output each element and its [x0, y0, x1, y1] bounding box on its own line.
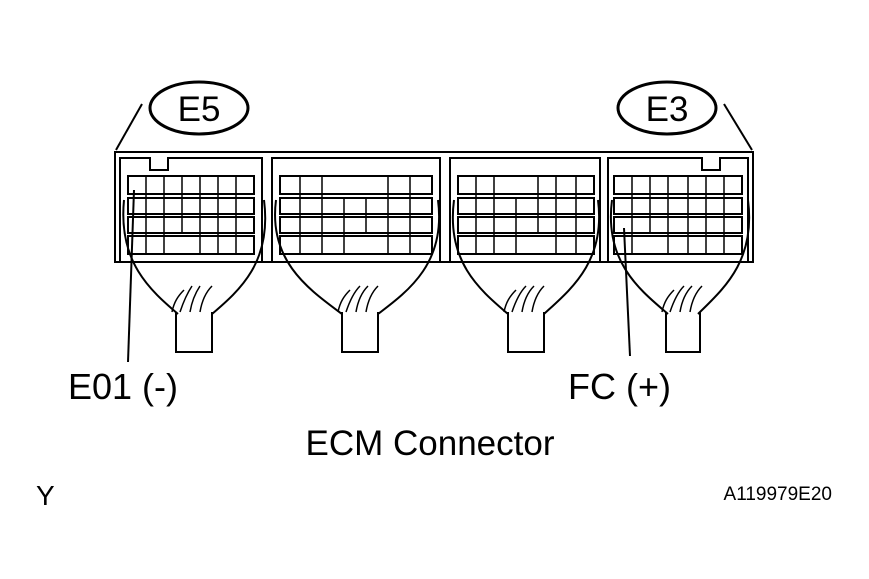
connector-housing: [114, 151, 754, 263]
pin-label-fc: FC (+): [568, 366, 671, 407]
connector-block-2: [271, 157, 441, 262]
wire-harness-1: [122, 199, 267, 353]
connector-block-e3: [607, 157, 749, 262]
connector-label-e3: E3: [646, 90, 689, 129]
figure-code: A119979E20: [724, 484, 832, 505]
pin-label-e01: E01 (-): [68, 366, 178, 407]
connector-tag-e5: [115, 80, 250, 151]
corner-letter: Y: [36, 480, 55, 511]
connector-label-e5: E5: [178, 90, 221, 129]
leader-line-e01: [127, 189, 135, 363]
leader-line-fc: [623, 227, 631, 357]
wire-harness-2: [274, 199, 441, 353]
diagram-title: ECM Connector: [306, 424, 555, 463]
connector-tag-e3: [616, 80, 753, 151]
connector-block-e5: [119, 157, 263, 262]
connector-block-3: [449, 157, 601, 262]
wire-harness-3: [451, 199, 601, 353]
